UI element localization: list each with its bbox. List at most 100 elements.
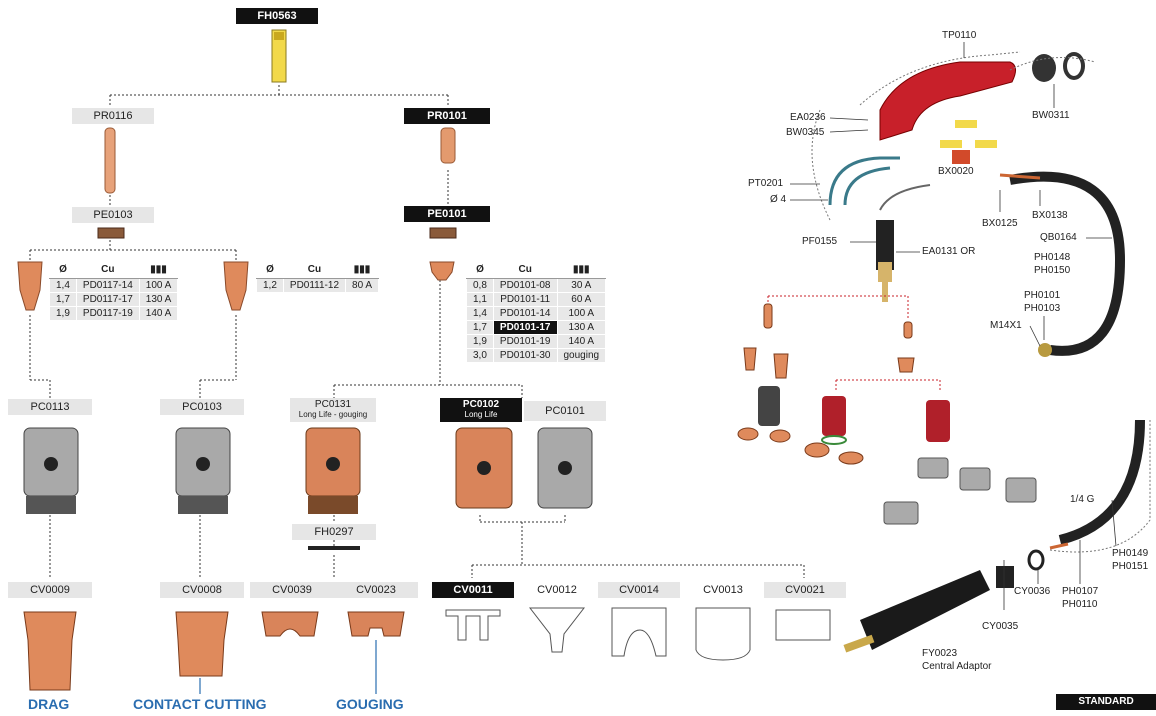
part-label-cv0012: CV0012 <box>516 582 598 598</box>
table-cell: 130 A <box>556 320 607 335</box>
part-label-cv0008: CV0008 <box>160 582 244 598</box>
callout-ph0103: PH0103 <box>1024 303 1061 314</box>
table-cell: 0,8 <box>466 278 494 293</box>
table-cell: 1,7 <box>49 292 77 307</box>
table-cell: 60 A <box>556 292 607 307</box>
callout-bw0311: BW0311 <box>1032 110 1070 121</box>
callout-bx0125: BX0125 <box>982 218 1018 229</box>
callout-tp0110: TP0110 <box>942 30 977 41</box>
part-label-pc0103: PC0103 <box>160 399 244 415</box>
part-label-cv0021: CV0021 <box>764 582 846 598</box>
table-cell: 80 A <box>345 278 380 293</box>
part-subtitle: Long Life - gouging <box>298 410 368 419</box>
callout-cy0036: CY0036 <box>1014 586 1051 597</box>
table-cell: 1,9 <box>466 334 494 349</box>
table-cell: PD0101-14 <box>492 306 558 321</box>
table-cell: PD0111-12 <box>282 278 347 293</box>
table-cell: 130 A <box>138 292 179 307</box>
table-cell: 1,4 <box>466 306 494 321</box>
table-cell: 140 A <box>556 334 607 349</box>
part-label-pe0101: PE0101 <box>404 206 490 222</box>
amp-icon: ▮▮▮ <box>345 260 379 279</box>
callout-cy0035: CY0035 <box>982 621 1019 632</box>
process-label-contact-cutting: CONTACT CUTTING <box>133 696 267 712</box>
table-cell: 1,2 <box>256 278 284 293</box>
part-label-fh0563: FH0563 <box>236 8 318 24</box>
part-label-cv0013: CV0013 <box>682 582 764 598</box>
table-cell: gouging <box>556 348 607 363</box>
callout-ph0107: PH0107 <box>1062 586 1099 597</box>
part-label-cv0023: CV0023 <box>334 582 418 598</box>
amp-icon: ▮▮▮ <box>139 260 178 279</box>
table-cell: 100 A <box>138 278 179 293</box>
callout-ea0131: EA0131 OR <box>922 246 976 257</box>
part-label-pc0101: PC0101 <box>524 401 606 421</box>
table-cell: PD0117-17 <box>75 292 140 307</box>
part-label-cv0039: CV0039 <box>250 582 334 598</box>
table-cell: PD0101-08 <box>492 278 558 293</box>
table-cell: 30 A <box>556 278 607 293</box>
part-label-fh0297: FH0297 <box>292 524 376 540</box>
callout-bx0138: BX0138 <box>1032 210 1068 221</box>
part-label-pr0116: PR0116 <box>72 108 154 124</box>
table-cell: PD0117-14 <box>75 278 140 293</box>
column-header-diameter: Ø <box>49 260 77 279</box>
part-code: PC0131 <box>314 399 352 410</box>
table-cell: PD0117-19 <box>75 306 140 321</box>
part-label-pe0103: PE0103 <box>72 207 154 223</box>
callout-bx0020: BX0020 <box>938 166 974 177</box>
column-header-diameter: Ø <box>466 260 494 279</box>
callout-ph0149: PH0149 <box>1112 548 1149 559</box>
table-cell: PD0101-11 <box>492 292 558 307</box>
callout-ph0101: PH0101 <box>1024 290 1061 301</box>
table-cell: 1,7 <box>466 320 494 335</box>
table-cell: 140 A <box>138 306 179 321</box>
part-subtitle: Long Life <box>464 410 498 419</box>
amp-icon: ▮▮▮ <box>557 260 606 279</box>
callout-bw0345: BW0345 <box>786 127 825 138</box>
callout-diameter-4: Ø 4 <box>770 194 787 205</box>
part-label-pc0102: PC0102 Long Life <box>440 398 522 422</box>
column-header-cu: Cu <box>493 260 557 279</box>
table-cell: 1,1 <box>466 292 494 307</box>
table-cell-highlighted: PD0101-17 <box>492 320 558 335</box>
callout-ea0236: EA0236 <box>790 112 826 123</box>
process-label-gouging: GOUGING <box>336 696 404 712</box>
callout-central-adaptor: Central Adaptor <box>922 661 992 672</box>
column-header-cu: Cu <box>283 260 346 279</box>
callout-pf0155: PF0155 <box>802 236 838 247</box>
part-label-pr0101: PR0101 <box>404 108 490 124</box>
column-header-diameter: Ø <box>256 260 284 279</box>
table-cell: 100 A <box>556 306 607 321</box>
part-label-pc0113: PC0113 <box>8 399 92 415</box>
callout-qb0164: QB0164 <box>1040 232 1077 243</box>
part-label-cv0014: CV0014 <box>598 582 680 598</box>
callout-pt0201: PT0201 <box>748 178 784 189</box>
callout-quarter-g: 1/4 G <box>1070 494 1095 505</box>
callout-fy0023: FY0023 <box>922 648 958 659</box>
callout-ph0150: PH0150 <box>1034 265 1071 276</box>
process-label-drag: DRAG <box>28 696 70 712</box>
part-label-cv0011: CV0011 <box>432 582 514 598</box>
column-header-cu: Cu <box>76 260 140 279</box>
callout-ph0151: PH0151 <box>1112 561 1149 572</box>
table-cell: PD0101-30 <box>492 348 558 363</box>
callout-ph0148: PH0148 <box>1034 252 1071 263</box>
table-cell: 1,9 <box>49 306 77 321</box>
part-code: PC0102 <box>462 399 500 410</box>
part-label-cv0009: CV0009 <box>8 582 92 598</box>
table-cell: PD0101-19 <box>492 334 558 349</box>
